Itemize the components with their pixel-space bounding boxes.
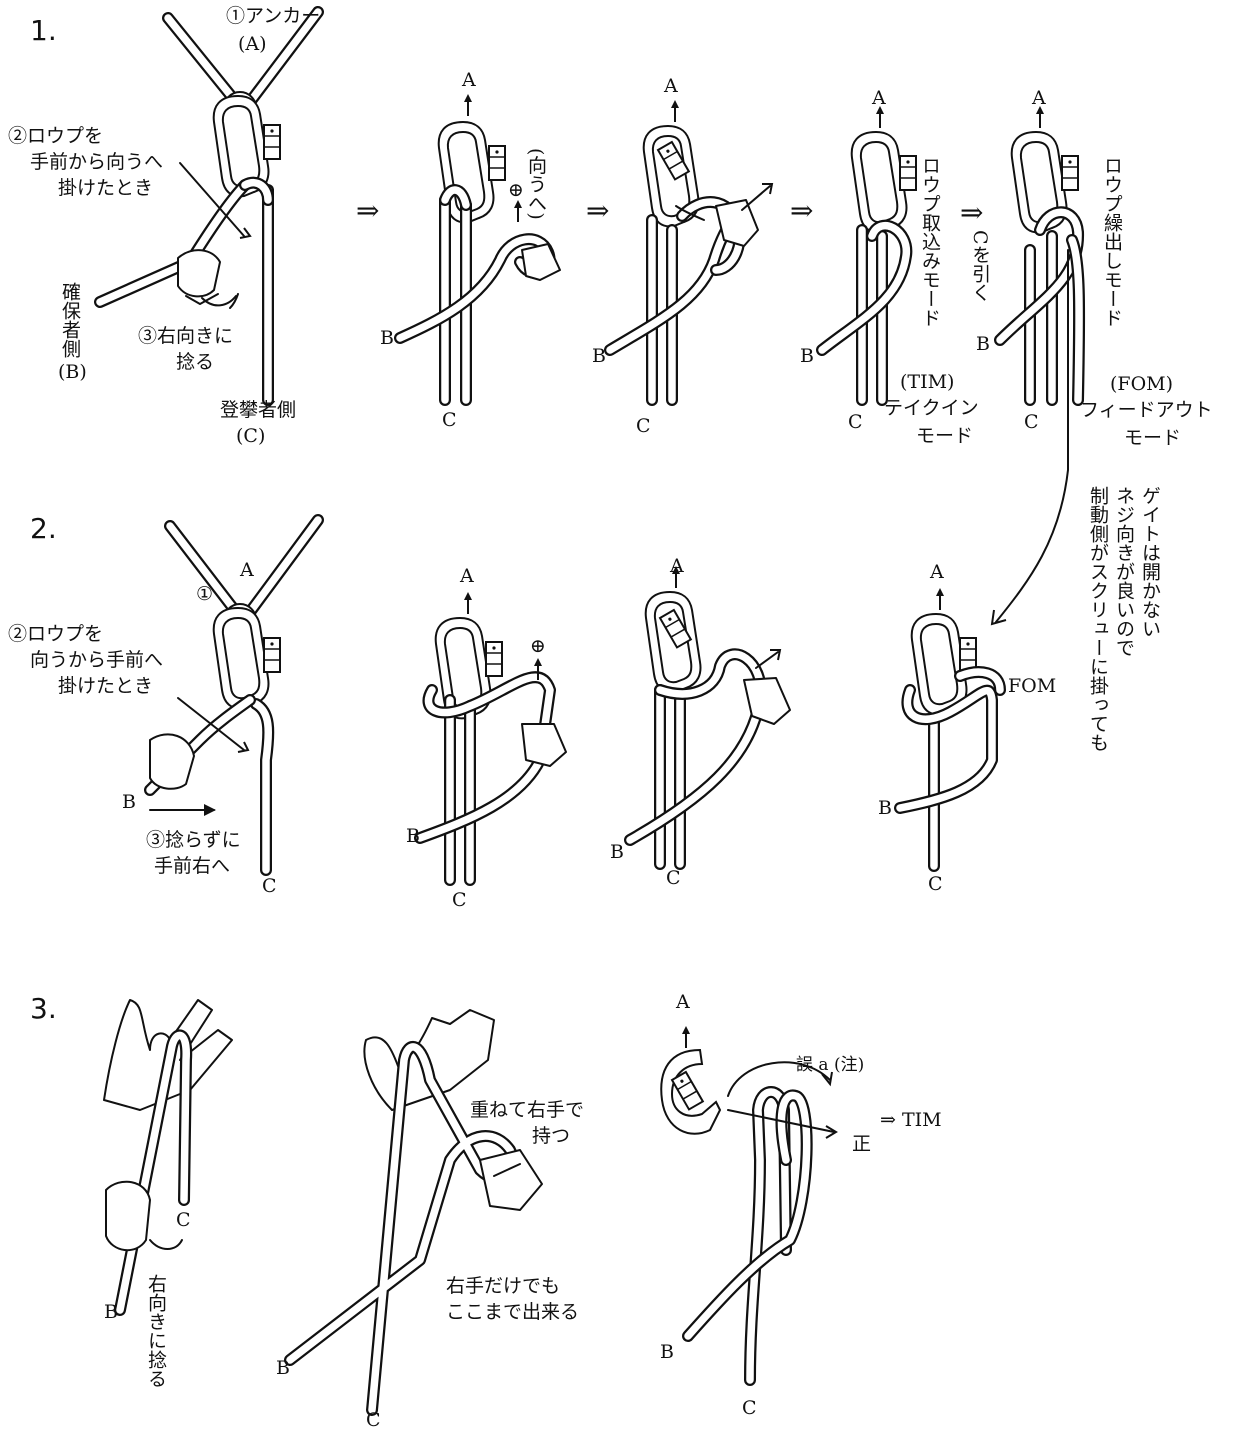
- tim-line2: モード: [916, 425, 973, 447]
- row2-rope-label-1: ②ロウプを: [8, 623, 103, 645]
- twist-label-2: 捻る: [176, 351, 214, 373]
- row1-panel-2: [400, 94, 560, 400]
- arrow-3: ⇒: [790, 194, 813, 227]
- row2-rope-label-2: 向うから手前へ: [30, 649, 163, 671]
- arrow-1: ⇒: [356, 194, 379, 227]
- row3-p3-belayer: B: [660, 1341, 674, 1363]
- row2-panel-3: [630, 566, 790, 864]
- row2-fom-anchor: A: [929, 561, 944, 583]
- row1-rope-label-1: ②ロウプを: [8, 125, 103, 147]
- right-only-label-1: 右手だけでも: [446, 1275, 560, 1297]
- fom-abbr: (FOM): [1110, 373, 1173, 395]
- row2-p2-anchor: A: [459, 565, 474, 587]
- twist-right-label: 右向きに捻る: [145, 1274, 167, 1388]
- note-column-3: 制動側がスクリューに掛っても: [1087, 486, 1109, 752]
- row2-fom-climber: C: [928, 873, 943, 895]
- note-column-2: ネジ向きが良いので: [1113, 486, 1135, 657]
- rope-feedout-mode: ロウプ繰出しモード: [1101, 156, 1123, 327]
- rope-takein-mode: ロウプ取込みモード: [919, 156, 941, 327]
- arrow-4: ⇒: [960, 196, 983, 229]
- climber-letter: (C): [236, 425, 265, 447]
- tim-abbr: (TIM): [900, 371, 954, 393]
- p2-plus: ⊕: [508, 179, 524, 201]
- pull-C-label: Cを引く: [969, 230, 991, 302]
- correct-label: 正: [852, 1133, 871, 1155]
- row3-p2-belayer: B: [276, 1357, 290, 1379]
- row3-panel-1: [104, 1000, 232, 1310]
- fom-climber: C: [1024, 411, 1039, 433]
- p2-climber: C: [442, 409, 457, 431]
- row2-p2-climber: C: [452, 889, 467, 911]
- note-column-1: ゲイトは開かない: [1139, 486, 1161, 638]
- row2-p2-plus: ⊕: [530, 635, 546, 657]
- p3-belayer: B: [592, 345, 606, 367]
- row2-p3-anchor: A: [669, 555, 684, 577]
- row2-climber: C: [262, 875, 277, 897]
- p2-belayer: B: [380, 327, 394, 349]
- fom-anchor: A: [1031, 87, 1046, 109]
- row3-p3-climber: C: [742, 1397, 757, 1419]
- fom-line2: モード: [1124, 427, 1181, 449]
- anchor-letter: (A): [238, 33, 267, 55]
- row3-p3-anchor: A: [675, 991, 690, 1013]
- overlap-label-2: 持つ: [532, 1125, 570, 1147]
- overlap-label-1: 重ねて右手で: [470, 1099, 584, 1121]
- row3-panel-3: [661, 1026, 836, 1380]
- tim-anchor: A: [871, 87, 886, 109]
- result-tim: ⇒ TIM: [880, 1109, 942, 1131]
- row2-fom-label: FOM: [1008, 675, 1056, 697]
- row3-p1-belayer: B: [104, 1301, 118, 1323]
- toward-label: (向うへ): [525, 148, 547, 220]
- row3-panel-2: [290, 1010, 542, 1410]
- fom-belayer: B: [976, 333, 990, 355]
- step-number-3: 3.: [30, 992, 57, 1025]
- tim-belayer: B: [800, 345, 814, 367]
- row2-rope-label-3: 掛けたとき: [58, 675, 153, 697]
- belayer-side-label: 確保者側: [59, 282, 81, 358]
- row2-panel-anchor: [150, 520, 318, 870]
- row2-fom-belayer: B: [878, 797, 892, 819]
- row1-panel-tim: [822, 106, 916, 400]
- row2-circle1: ①: [196, 583, 213, 605]
- no-twist-1: ③捻らずに: [146, 829, 241, 851]
- row2-p2-belayer: B: [406, 825, 420, 847]
- row1-rope-label-2: 手前から向うへ: [30, 151, 163, 173]
- belayer-letter: (B): [58, 361, 87, 383]
- climber-side-label: 登攀者側: [220, 399, 296, 421]
- row1-rope-label-3: 掛けたとき: [58, 177, 153, 199]
- right-only-label-2: ここまで出来る: [446, 1301, 579, 1323]
- twist-label-1: ③右向きに: [138, 325, 233, 347]
- row2-p3-climber: C: [666, 867, 681, 889]
- fom-line1: フィードアウト: [1080, 399, 1213, 421]
- step-number-1: 1.: [30, 14, 57, 47]
- row2-anchor: A: [239, 559, 254, 581]
- row1-panel-fom: [992, 106, 1079, 624]
- row2-belayer: B: [122, 791, 136, 813]
- tim-climber: C: [848, 411, 863, 433]
- row1-panel-3: [610, 100, 772, 400]
- step-number-2: 2.: [30, 512, 57, 545]
- wrong-label: 誤 a (注): [796, 1055, 864, 1075]
- row3-p2-climber: C: [366, 1409, 381, 1431]
- p2-anchor: A: [461, 69, 476, 91]
- row2-panel-fom: [900, 588, 1000, 866]
- p3-climber: C: [636, 415, 651, 437]
- anchor-label: ①アンカー: [226, 5, 320, 27]
- row3-p1-climber: C: [176, 1209, 191, 1231]
- p3-anchor: A: [663, 75, 678, 97]
- arrow-2: ⇒: [586, 194, 609, 227]
- row2-p3-belayer: B: [610, 841, 624, 863]
- tim-line1: テイクイン: [884, 397, 979, 419]
- no-twist-2: 手前右へ: [154, 855, 230, 877]
